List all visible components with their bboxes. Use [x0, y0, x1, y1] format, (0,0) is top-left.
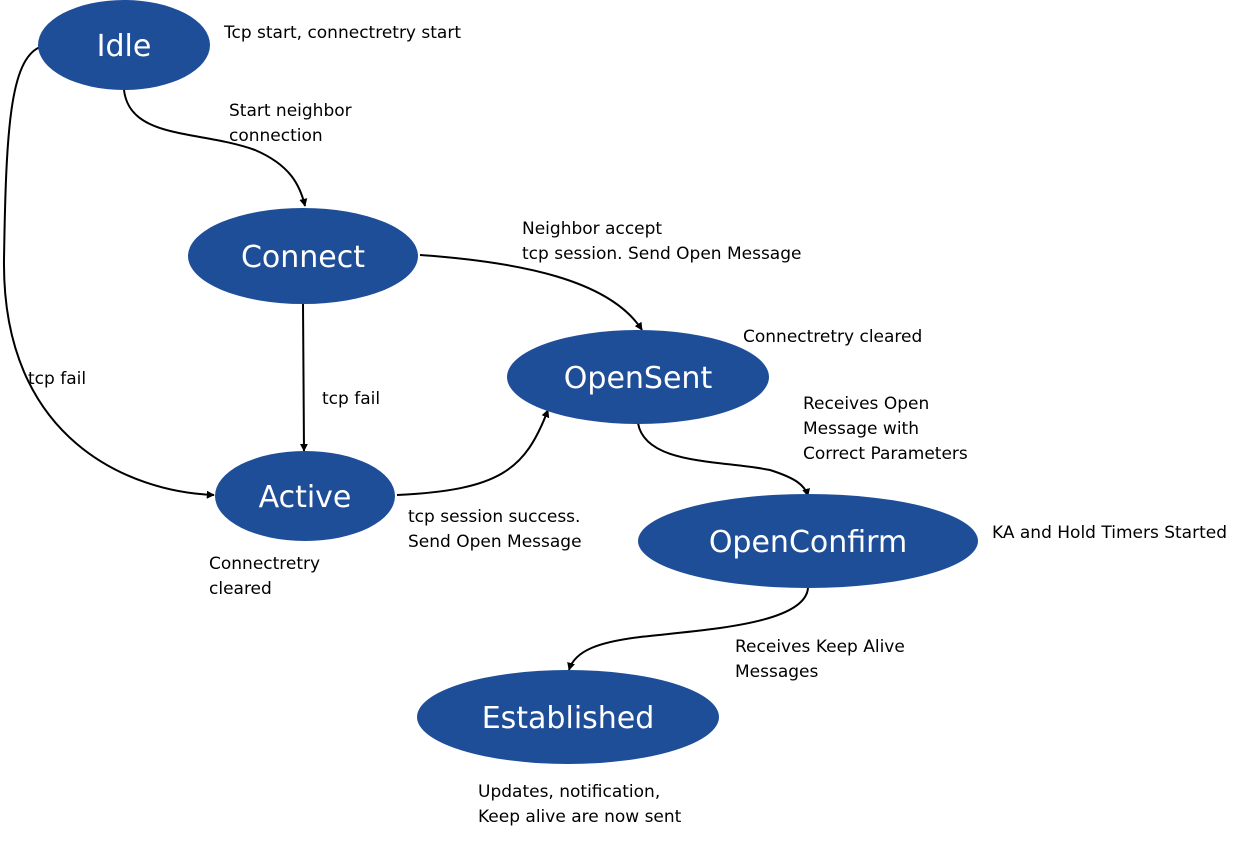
start-neighbor-note: Start neighbor connection — [229, 101, 357, 146]
tcp-fail-left-note: tcp fail — [28, 369, 86, 389]
receives-keepalive-note: Receives Keep Alive Messages — [735, 637, 910, 682]
edge-opensent-to-openconfirm — [637, 422, 810, 497]
state-connect-label: Connect — [241, 240, 365, 275]
state-openconfirm-label: OpenConfirm — [709, 525, 907, 560]
active-note: Connectretry cleared — [209, 554, 326, 599]
state-connect: Connect — [188, 208, 418, 304]
edge-connect-to-opensent — [419, 254, 643, 331]
state-idle: Idle — [38, 0, 210, 90]
state-established: Established — [417, 670, 719, 764]
edge-active-to-opensent — [396, 409, 550, 496]
established-note: Updates, notification, Keep alive are no… — [478, 782, 682, 827]
opensent-note: Connectretry cleared — [743, 327, 922, 347]
state-openconfirm: OpenConfirm — [638, 494, 978, 588]
state-opensent-label: OpenSent — [564, 361, 713, 396]
state-active-label: Active — [259, 480, 352, 515]
state-opensent: OpenSent — [507, 330, 769, 424]
openconfirm-note: KA and Hold Timers Started — [992, 523, 1227, 543]
edge-idle-to-connect — [123, 89, 308, 207]
receives-open-note: Receives Open Message with Correct Param… — [803, 394, 968, 464]
tcp-success-note: tcp session success. Send Open Message — [408, 507, 586, 552]
state-established-label: Established — [482, 701, 655, 736]
edge-idle-to-active — [2, 46, 215, 499]
tcp-fail-mid-note: tcp fail — [322, 389, 380, 409]
edge-connect-to-active — [299, 302, 308, 452]
state-active: Active — [215, 451, 395, 541]
neighbor-accept-note: Neighbor accept tcp session. Send Open M… — [522, 219, 801, 264]
idle-note: Tcp start, connectretry start — [223, 23, 461, 43]
state-idle-label: Idle — [97, 29, 152, 64]
edge-openconfirm-to-established — [567, 587, 809, 671]
